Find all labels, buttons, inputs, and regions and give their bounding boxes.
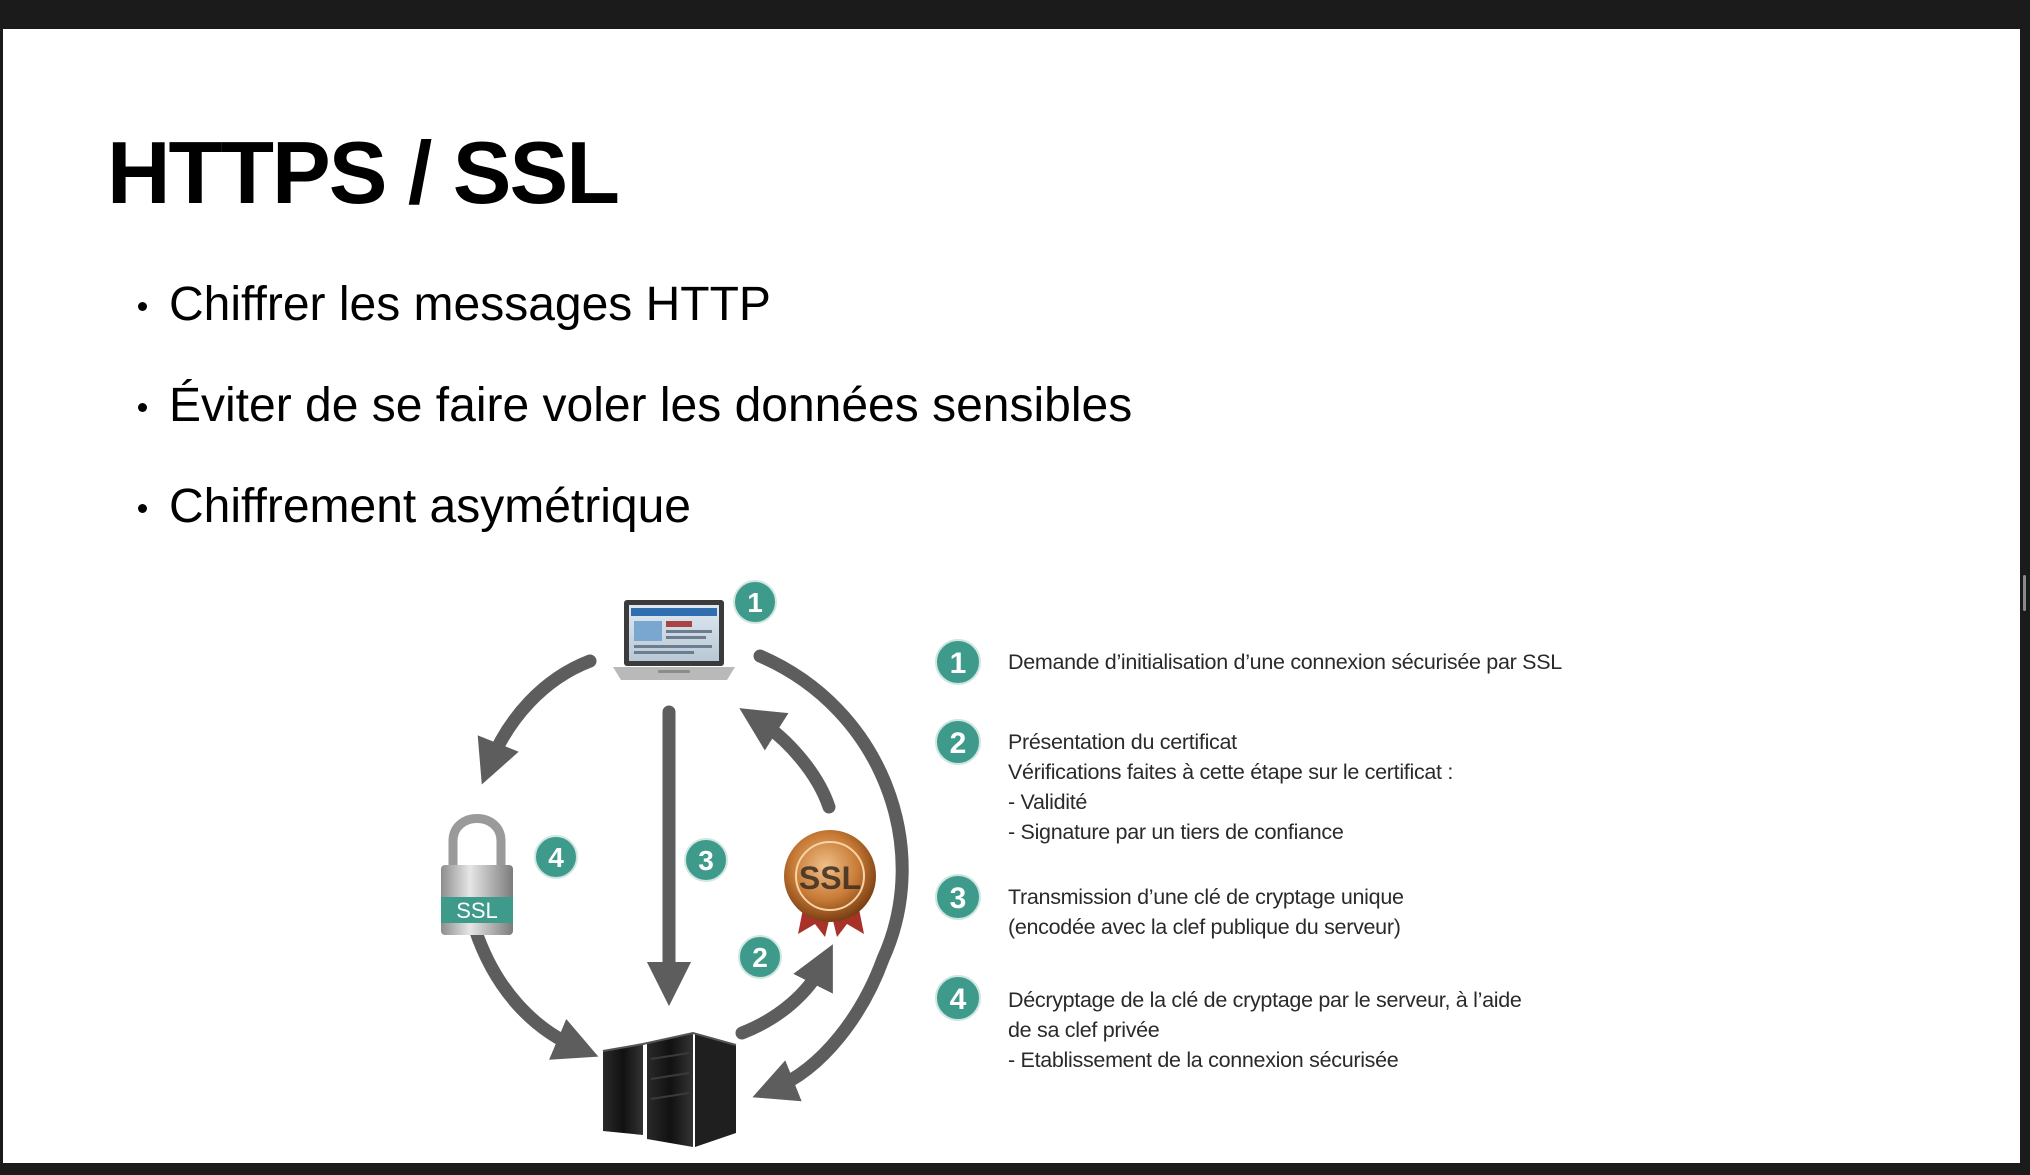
diagram-arrows	[468, 649, 909, 1102]
arrow-laptop-to-lock	[477, 654, 597, 785]
bottom-window-bar	[0, 1163, 2030, 1175]
step-badge-number: 1	[747, 587, 763, 618]
legend-line: (encodée avec la clef publique du serveu…	[1008, 915, 1401, 939]
legend-line: Demande d’initialisation d’une connexion…	[1008, 650, 1562, 674]
ssl-handshake-diagram: SSL SSL 1 4	[441, 580, 981, 1147]
laptop-icon	[613, 600, 735, 680]
legend-badge-number: 3	[950, 882, 967, 915]
server-icon	[602, 1031, 737, 1147]
bullet-dot	[138, 503, 147, 513]
legend-badge-number: 1	[950, 647, 967, 680]
bullet-dot	[138, 301, 147, 311]
certificate-label: SSL	[799, 860, 861, 896]
step-badge-4: 4	[534, 835, 578, 879]
bullet-text: Éviter de se faire voler les données sen…	[169, 378, 1133, 432]
bullet-text: Chiffrer les messages HTTP	[169, 277, 771, 331]
legend-step-3: Transmission d’une clé de cryptage uniqu…	[1008, 882, 1404, 942]
arrow-certificate-to-laptop	[739, 708, 836, 814]
legend-badge-1: 1	[935, 639, 981, 685]
slide-title: HTTPS / SSL	[107, 123, 620, 222]
bullet-item: Chiffrement asymétrique	[138, 479, 1132, 533]
legend-step-4: Décryptage de la clé de cryptage par le …	[1008, 985, 1522, 1075]
bullet-list: Chiffrer les messages HTTP Éviter de se …	[138, 277, 1133, 582]
step-badge-number: 2	[752, 942, 768, 973]
legend-line: - Validité	[1008, 790, 1088, 814]
legend-line: de sa clef privée	[1008, 1018, 1160, 1042]
step-badge-number: 3	[698, 845, 714, 876]
legend-line: Présentation du certificat	[1008, 730, 1237, 754]
resize-handle[interactable]	[2023, 575, 2026, 611]
lock-icon: SSL	[441, 814, 513, 935]
legend-badge-number: 2	[950, 727, 967, 760]
step-badge-1: 1	[733, 580, 777, 624]
legend-badge-4: 4	[935, 975, 981, 1021]
legend-line: Décryptage de la clé de cryptage par le …	[1008, 988, 1522, 1012]
arrow-lock-to-server	[468, 922, 599, 1060]
bullet-item: Chiffrer les messages HTTP	[138, 277, 1132, 331]
legend-badge-2: 2	[935, 719, 981, 765]
legend-step-2: Présentation du certificat Vérifications…	[1008, 727, 1453, 847]
bullet-dot	[138, 402, 147, 412]
legend-line: Vérifications faites à cette étape sur l…	[1008, 760, 1454, 784]
step-badge-number: 4	[548, 842, 564, 873]
legend-badge-3: 3	[935, 874, 981, 920]
bullet-text: Chiffrement asymétrique	[169, 479, 691, 533]
legend-line: Transmission d’une clé de cryptage uniqu…	[1008, 885, 1404, 909]
legend-badge-number: 4	[950, 983, 967, 1016]
slide: HTTPS / SSL Chiffrer les messages HTTP É…	[3, 29, 2020, 1163]
arrow-server-to-certificate	[735, 944, 833, 1040]
bullet-item: Éviter de se faire voler les données sen…	[138, 378, 1133, 432]
certificate-icon: SSL	[784, 830, 876, 937]
step-badge-3: 3	[684, 838, 728, 882]
arrow-request-arc	[752, 649, 909, 1102]
legend-line: - Etablissement de la connexion sécurisé…	[1008, 1048, 1399, 1072]
legend-line: - Signature par un tiers de confiance	[1008, 820, 1344, 844]
step-badge-2: 2	[738, 935, 782, 979]
lock-label: SSL	[456, 898, 498, 923]
legend-step-1: Demande d’initialisation d’une connexion…	[1008, 647, 1562, 677]
top-window-bar	[0, 0, 2030, 29]
